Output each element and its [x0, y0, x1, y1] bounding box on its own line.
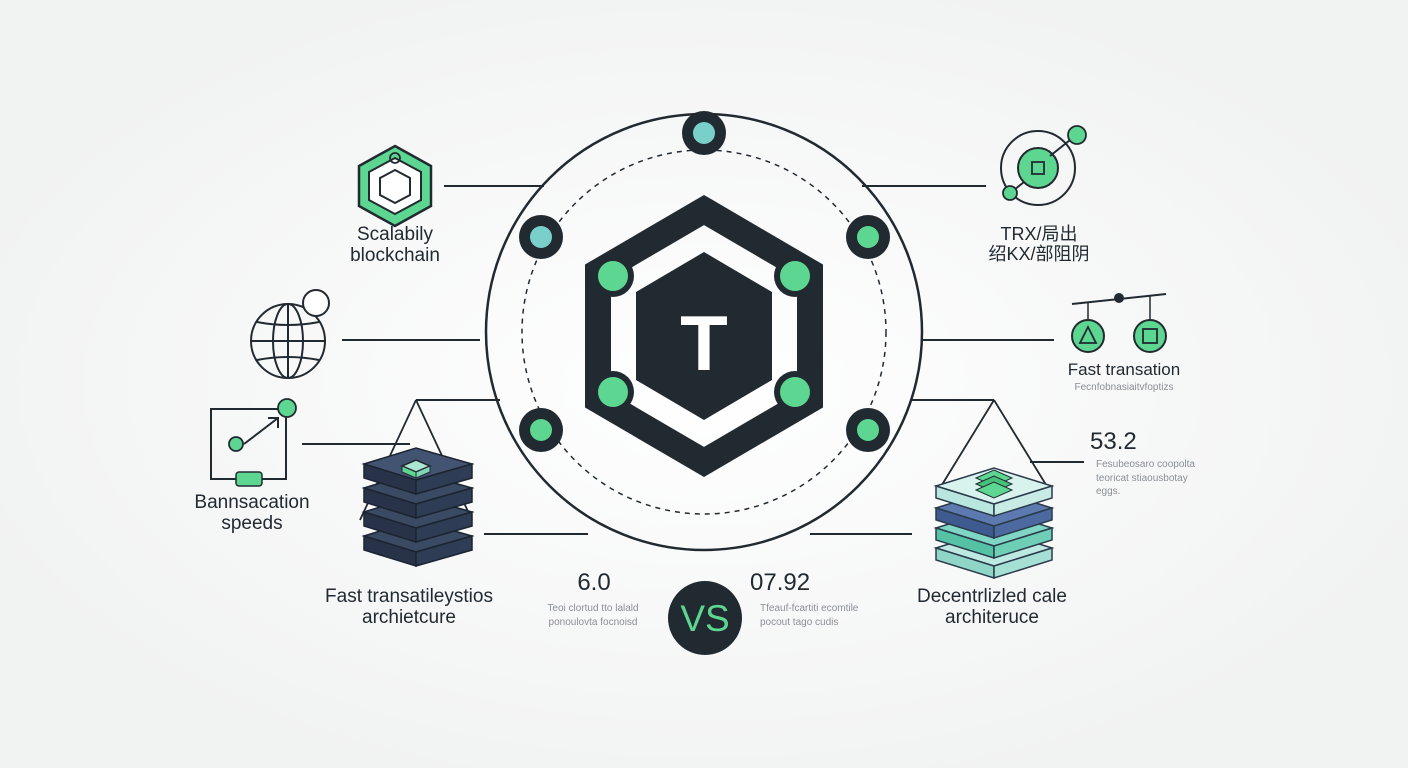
- orbit-node-top: [682, 111, 726, 155]
- side-stat-caption: Fesubeosaro coopolta teoricat stiaousbot…: [1096, 458, 1226, 499]
- hexagon-shield-icon: [357, 144, 433, 228]
- label-line: blockchain: [350, 245, 440, 267]
- label-line: TRX/局出: [1000, 224, 1078, 244]
- speed-chart-icon: [210, 398, 297, 487]
- right-stack-label: Decentrlizled cale architeruce: [892, 586, 1092, 629]
- caption-line: Teoi clortud tto lalald: [547, 603, 639, 614]
- label-line: Scalabily: [356, 224, 434, 245]
- right-stat-caption: Tfeauf-fcartiti ecomtile pocout tago cud…: [760, 602, 900, 629]
- orbit-node-lower-right: [846, 408, 890, 452]
- left-server-stack-icon: [359, 399, 475, 568]
- label-line: Fast transatileystios: [325, 586, 493, 607]
- fast-transaction-label: Fast transation: [1067, 360, 1181, 379]
- orbit-nodes: [519, 111, 890, 452]
- balance-scale-icon: [1071, 293, 1167, 353]
- caption-line: teoricat stiaousbotay: [1096, 472, 1188, 484]
- globe-icon: [250, 289, 330, 379]
- label-line: Decentrlizled cale: [917, 586, 1067, 607]
- inner-dashed-ring: [521, 149, 887, 515]
- label-line: speeds: [221, 513, 283, 535]
- caption-line: eggs.: [1096, 486, 1121, 497]
- fast-transaction-caption: Fecnfobnasiaitvfoptizs: [1074, 382, 1174, 393]
- orbit-node-upper-left: [519, 215, 563, 259]
- caption-line: pocout tago cudis: [760, 616, 839, 628]
- right-stat-value: 07.92: [750, 569, 811, 596]
- caption-line: Fesubeosaro coopolta: [1096, 459, 1195, 470]
- network-node-icon: [1000, 125, 1087, 206]
- scalability-label: Scalabily blockchain: [320, 224, 470, 267]
- transaction-speeds-label: Bannsacation speeds: [172, 492, 332, 535]
- label-line: archietcure: [362, 607, 456, 629]
- trx-label: TRX/局出 绍KX/部阻阴: [964, 224, 1114, 264]
- label-line: Bannsacation: [194, 492, 310, 513]
- vs-label: VS: [680, 598, 729, 639]
- center-logo: T: [585, 194, 823, 478]
- left-stack-label: Fast transatileystios archietcure: [300, 586, 518, 629]
- orbit-node-upper-right: [846, 215, 890, 259]
- label-line: 绍KX/部阻阴: [988, 244, 1090, 265]
- left-stat-caption: Teoi clortud tto lalald ponoulovta focno…: [526, 602, 660, 629]
- right-layer-stack-icon: [933, 399, 1055, 580]
- hex-corner-nodes: [592, 255, 816, 413]
- side-stat-value: 53.2: [1090, 428, 1137, 455]
- caption-line: ponoulovta focnoisd: [548, 616, 638, 628]
- orbit-node-lower-left: [519, 408, 563, 452]
- left-stat-value: 6.0: [577, 569, 611, 596]
- vs-badge: VS: [668, 581, 742, 655]
- caption-line: Tfeauf-fcartiti ecomtile: [760, 603, 859, 614]
- connector-lines: [302, 185, 1084, 535]
- logo-letter: T: [680, 299, 728, 387]
- label-line: architeruce: [945, 607, 1039, 629]
